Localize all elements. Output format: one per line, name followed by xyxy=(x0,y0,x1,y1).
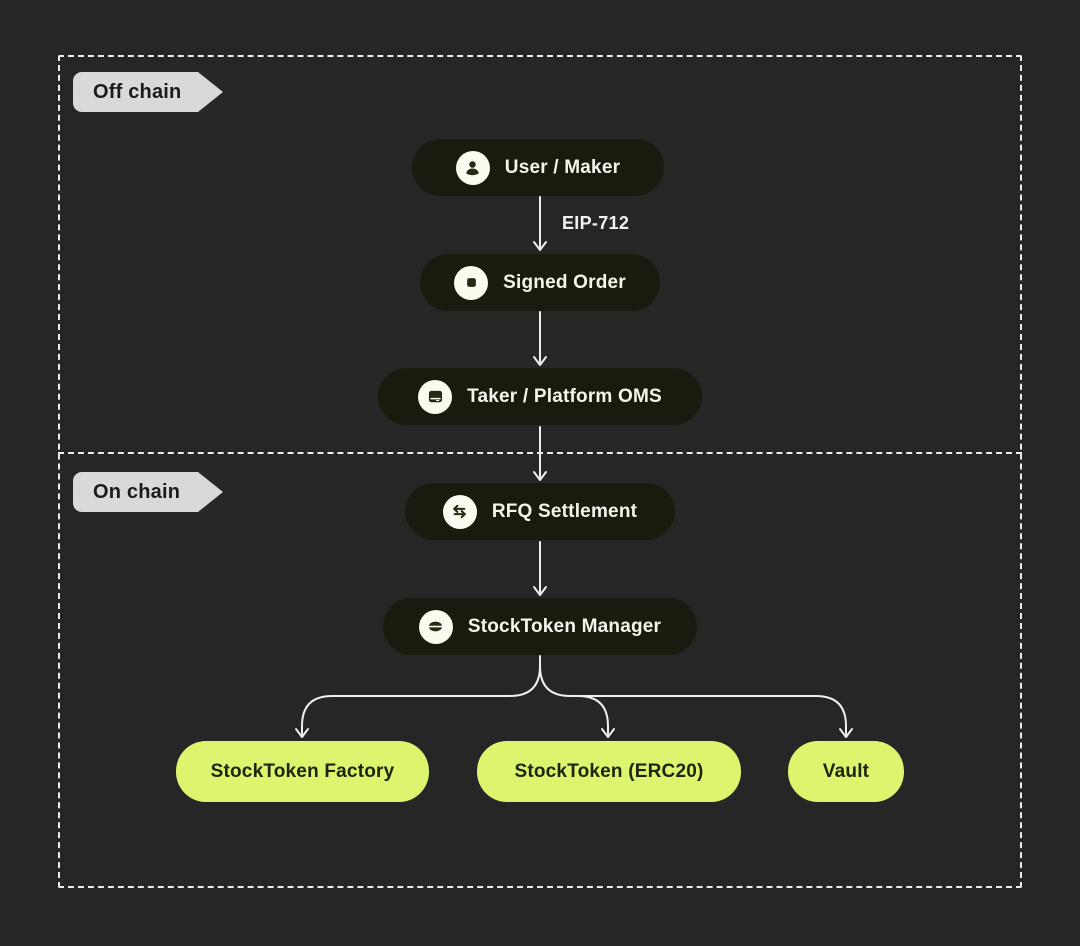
node-taker-platform-oms: Taker / Platform OMS xyxy=(378,368,702,425)
node-label: Taker / Platform OMS xyxy=(467,385,662,407)
node-user-maker: User / Maker xyxy=(412,139,664,196)
eip712-edge-label: EIP-712 xyxy=(562,213,630,233)
node-signed-order: Signed Order xyxy=(420,254,660,311)
node-label: Signed Order xyxy=(503,271,626,293)
node-label: StockToken (ERC20) xyxy=(514,760,704,782)
off-chain-region-tag: Off chain xyxy=(73,72,223,112)
node-label: RFQ Settlement xyxy=(491,500,638,522)
swap-icon xyxy=(442,494,477,529)
node-label: StockToken Manager xyxy=(467,615,662,637)
node-stocktoken-manager: StockToken Manager xyxy=(383,598,697,655)
dashed-boundary-frame xyxy=(58,55,1022,888)
node-vault: Vault xyxy=(788,741,904,802)
node-stocktoken-factory: StockToken Factory xyxy=(176,741,429,802)
hard-drive-icon xyxy=(418,379,453,414)
node-label: Vault xyxy=(822,760,870,782)
signed-order-square-icon xyxy=(454,265,489,300)
coin-icon xyxy=(418,609,453,644)
on-chain-region-tag: On chain xyxy=(73,472,223,512)
node-rfq-settlement: RFQ Settlement xyxy=(405,483,675,540)
on-chain-label: On chain xyxy=(93,480,181,503)
node-label: User / Maker xyxy=(504,156,621,178)
user-icon xyxy=(455,150,490,185)
off-chain-label: Off chain xyxy=(93,80,182,103)
node-label: StockToken Factory xyxy=(210,760,395,782)
node-stocktoken-erc20: StockToken (ERC20) xyxy=(477,741,741,802)
offchain-onchain-divider xyxy=(58,452,1022,454)
